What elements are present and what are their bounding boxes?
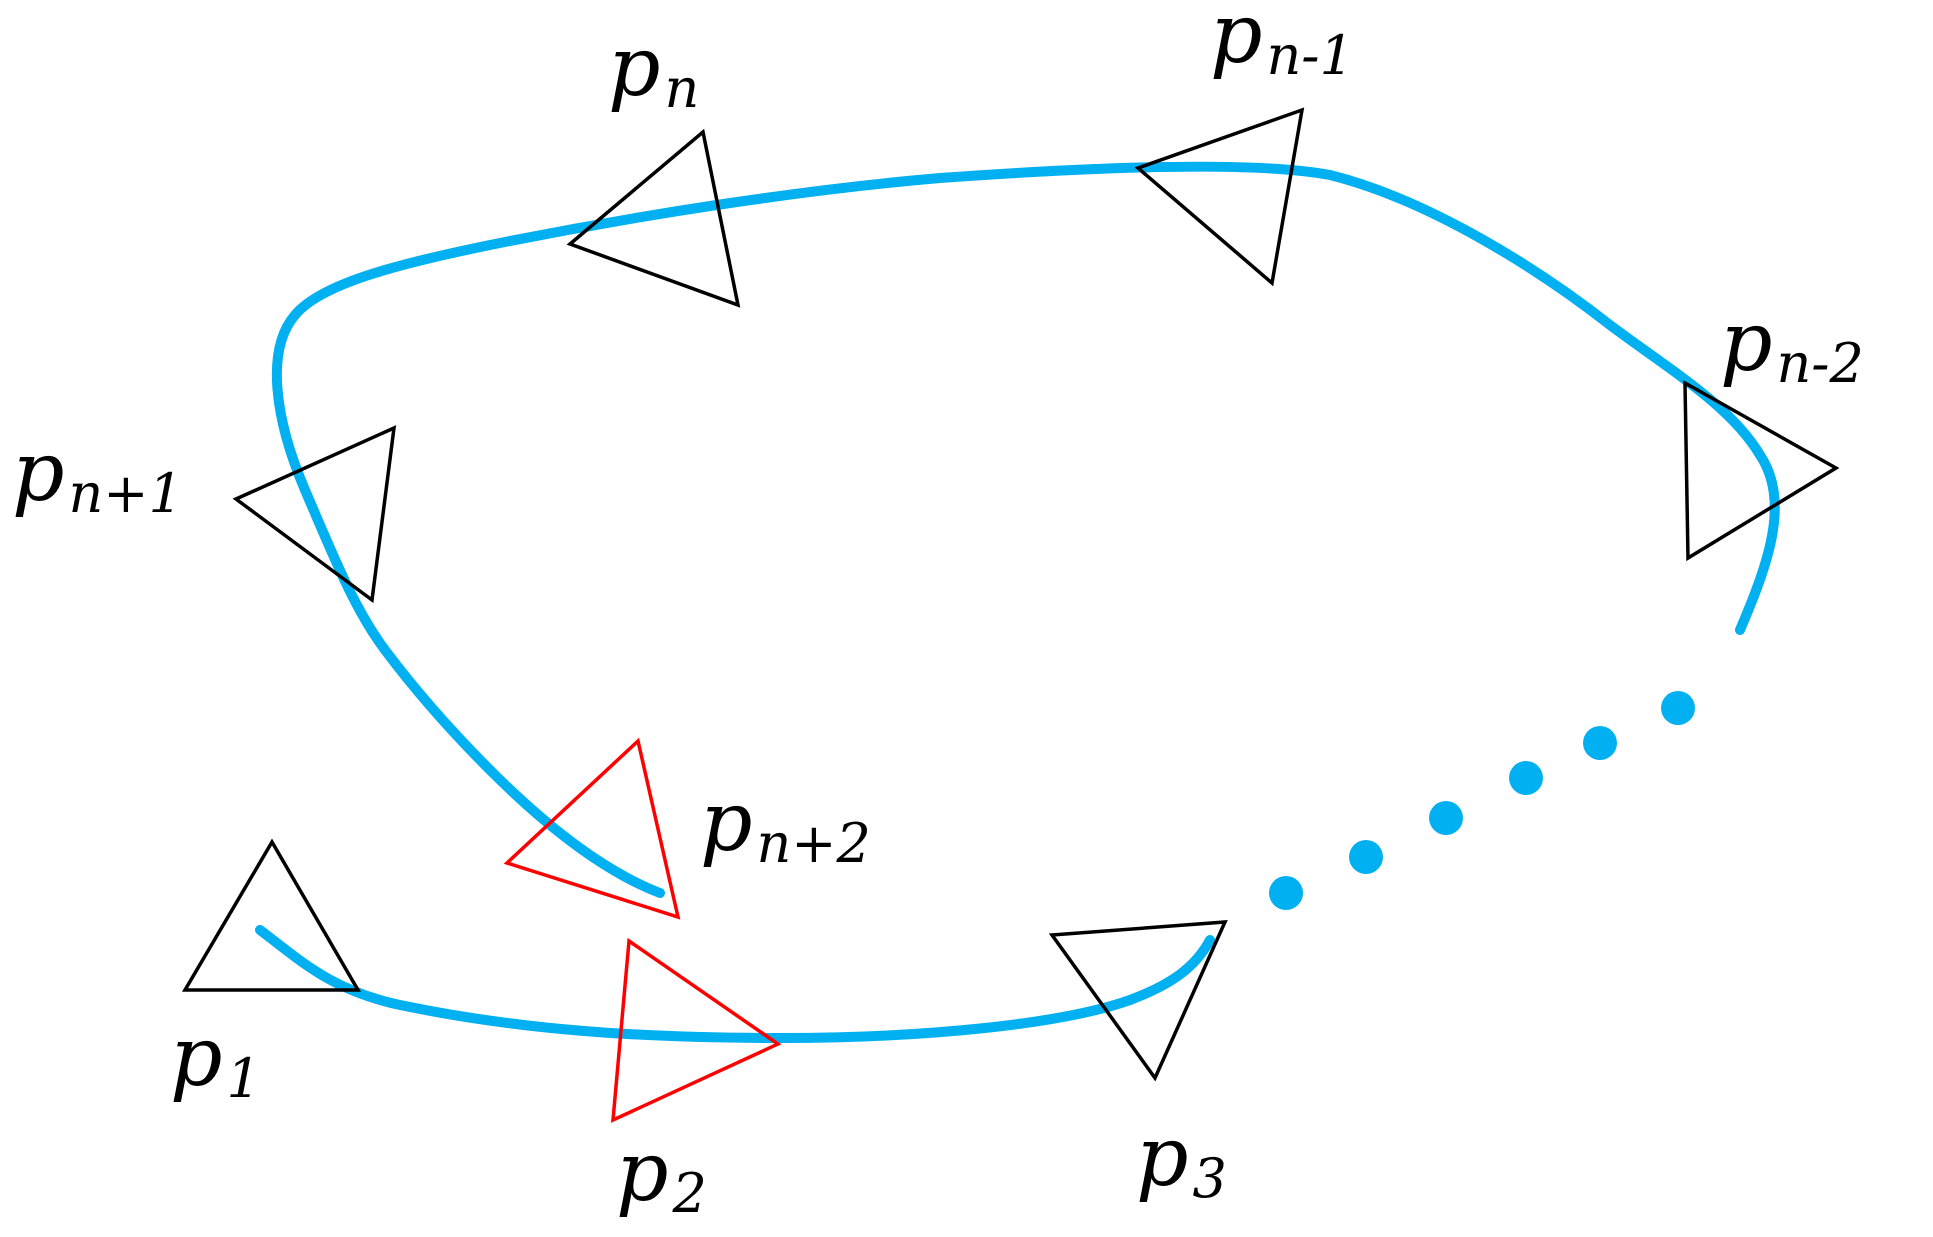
pose-label-pn+1: pn+1 bbox=[12, 425, 183, 525]
pose-label-pn-2: pn-2 bbox=[1720, 295, 1864, 395]
trajectory-dot bbox=[1509, 761, 1543, 795]
pose-label-symbol: p bbox=[1210, 0, 1263, 82]
pose-label-symbol: p bbox=[1136, 1110, 1189, 1205]
pose-triangle-pn-2 bbox=[1683, 379, 1840, 562]
pose-triangle-pn+1 bbox=[232, 425, 397, 604]
pose-label-symbol: p bbox=[616, 1125, 669, 1220]
pose-triangle-p2 bbox=[610, 937, 782, 1123]
trajectory-dot bbox=[1349, 840, 1383, 874]
pose-label-symbol: p bbox=[1720, 295, 1773, 390]
pose-triangle-p1 bbox=[181, 838, 362, 992]
trajectory-dots bbox=[1269, 691, 1695, 910]
pose-label-p2: p2 bbox=[616, 1125, 707, 1225]
pose-label-p1: p1 bbox=[170, 1010, 261, 1110]
pose-label-subscript: n-2 bbox=[1777, 332, 1864, 395]
pose-label-subscript: 2 bbox=[672, 1162, 707, 1225]
trajectory-dot bbox=[1583, 726, 1617, 760]
pose-label-p3: p3 bbox=[1136, 1110, 1227, 1210]
pose-triangle-p3 bbox=[1048, 920, 1228, 1082]
pose-label-pn+2: pn+2 bbox=[700, 775, 871, 875]
trajectory-dot bbox=[1429, 801, 1463, 835]
pose-label-subscript: 3 bbox=[1193, 1147, 1227, 1210]
pose-label-subscript: n+1 bbox=[69, 462, 183, 525]
pose-label-subscript: 1 bbox=[227, 1047, 261, 1110]
trajectory-segment-start bbox=[255, 925, 1215, 1043]
pose-label-pn-1: pn-1 bbox=[1210, 0, 1354, 87]
trajectory-dot bbox=[1269, 876, 1303, 910]
pose-label-symbol: p bbox=[608, 20, 661, 115]
pose-label-subscript: n bbox=[665, 57, 700, 120]
pose-triangle-pn+2 bbox=[503, 737, 681, 920]
pose-label-pn: pn bbox=[608, 20, 699, 120]
pose-triangle-pn-1 bbox=[1134, 107, 1305, 287]
pose-label-subscript: n-1 bbox=[1267, 24, 1354, 87]
pose-triangle-pn bbox=[566, 128, 741, 308]
pose-label-symbol: p bbox=[700, 775, 753, 870]
pose-label-subscript: n+2 bbox=[757, 812, 871, 875]
pose-label-symbol: p bbox=[12, 425, 65, 520]
pose-label-symbol: p bbox=[170, 1010, 223, 1105]
trajectory-segment-main bbox=[271, 161, 1780, 898]
trajectory-dot bbox=[1661, 691, 1695, 725]
